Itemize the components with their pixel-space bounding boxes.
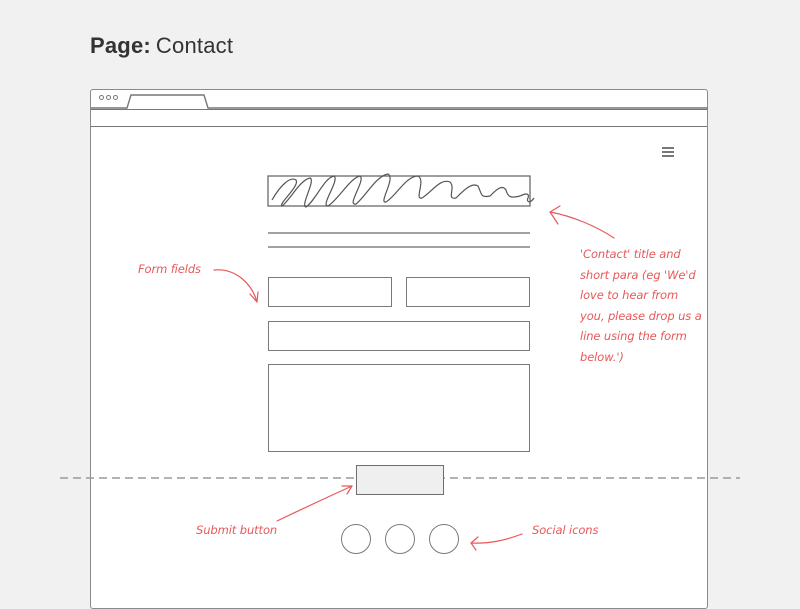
last-name-field[interactable] <box>406 277 530 307</box>
annotation-line: line using the form <box>580 329 687 343</box>
annotation-submit-button: Submit button <box>196 523 278 537</box>
window-controls <box>99 95 118 100</box>
annotation-line: below.') <box>580 349 624 364</box>
page-title-value: Contact <box>155 33 234 58</box>
message-field[interactable] <box>268 364 530 452</box>
window-dot-icon[interactable] <box>113 95 118 100</box>
annotation-contact: 'Contact' title and short para (eg 'We'd… <box>580 244 710 367</box>
annotation-line: 'Contact' title and <box>580 247 681 261</box>
social-icon[interactable] <box>429 524 459 554</box>
page-title-label: Page: <box>90 33 151 58</box>
annotation-line: short para (eg 'We'd <box>580 267 696 282</box>
fields-arrow-icon <box>213 269 258 303</box>
window-dot-icon[interactable] <box>106 95 111 100</box>
email-field[interactable] <box>268 321 530 351</box>
submit-arrow-icon <box>276 485 353 522</box>
social-icon[interactable] <box>385 524 415 554</box>
contact-arrow-icon <box>549 211 615 239</box>
hamburger-menu-icon[interactable] <box>662 147 674 157</box>
annotation-form-fields: Form fields <box>138 262 201 276</box>
submit-button[interactable] <box>356 465 444 495</box>
first-name-field[interactable] <box>268 277 392 307</box>
title-placeholder <box>267 173 535 208</box>
page-title: Page:Contact <box>90 33 233 59</box>
browser-address-bar[interactable] <box>91 109 707 127</box>
social-arrow-icon <box>470 533 523 544</box>
window-dot-icon[interactable] <box>99 95 104 100</box>
social-icon[interactable] <box>341 524 371 554</box>
browser-tab <box>91 94 708 109</box>
annotation-line: you, please drop us a <box>580 308 702 323</box>
annotation-line: love to hear from <box>580 288 679 302</box>
browser-tab-bar <box>91 90 707 109</box>
annotation-social-icons: Social icons <box>532 523 599 537</box>
